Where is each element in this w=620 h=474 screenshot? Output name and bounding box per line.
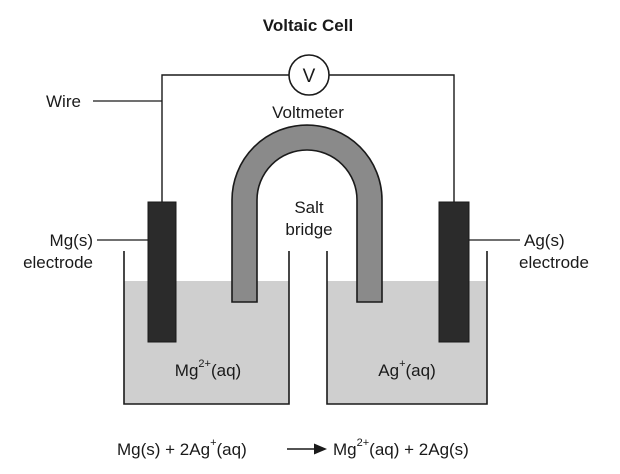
wire-right: [329, 74, 455, 202]
wire-label: Wire: [46, 92, 81, 111]
salt-bridge: [231, 124, 383, 303]
ag-electrode-label-line1: Ag(s): [524, 231, 565, 250]
equation-rhs: Mg2+(aq) + 2Ag(s): [333, 437, 469, 459]
diagram-title: Voltaic Cell: [263, 16, 353, 35]
mg-electrode: [147, 201, 177, 343]
ag-electrode: [438, 201, 470, 343]
ag-electrode-label-line2: electrode: [519, 253, 589, 272]
equation-arrow-icon: [314, 443, 327, 455]
equation-lhs: Mg(s) + 2Ag+(aq): [117, 437, 247, 459]
mg-electrode-label-line2: electrode: [23, 253, 93, 272]
salt-bridge-label-line2: bridge: [285, 220, 332, 239]
voltmeter-icon: [288, 54, 330, 96]
right-beaker: [326, 251, 488, 405]
salt-bridge-label-line1: Salt: [294, 198, 324, 217]
left-beaker: [123, 251, 290, 405]
ag-ion-label: Ag+(aq): [378, 358, 435, 380]
voltmeter-label: Voltmeter: [272, 103, 344, 122]
wire-left: [161, 74, 289, 202]
voltmeter-symbol: V: [303, 66, 316, 87]
mg-ion-label: Mg2+(aq): [175, 358, 241, 380]
mg-electrode-label-line1: Mg(s): [50, 231, 93, 250]
